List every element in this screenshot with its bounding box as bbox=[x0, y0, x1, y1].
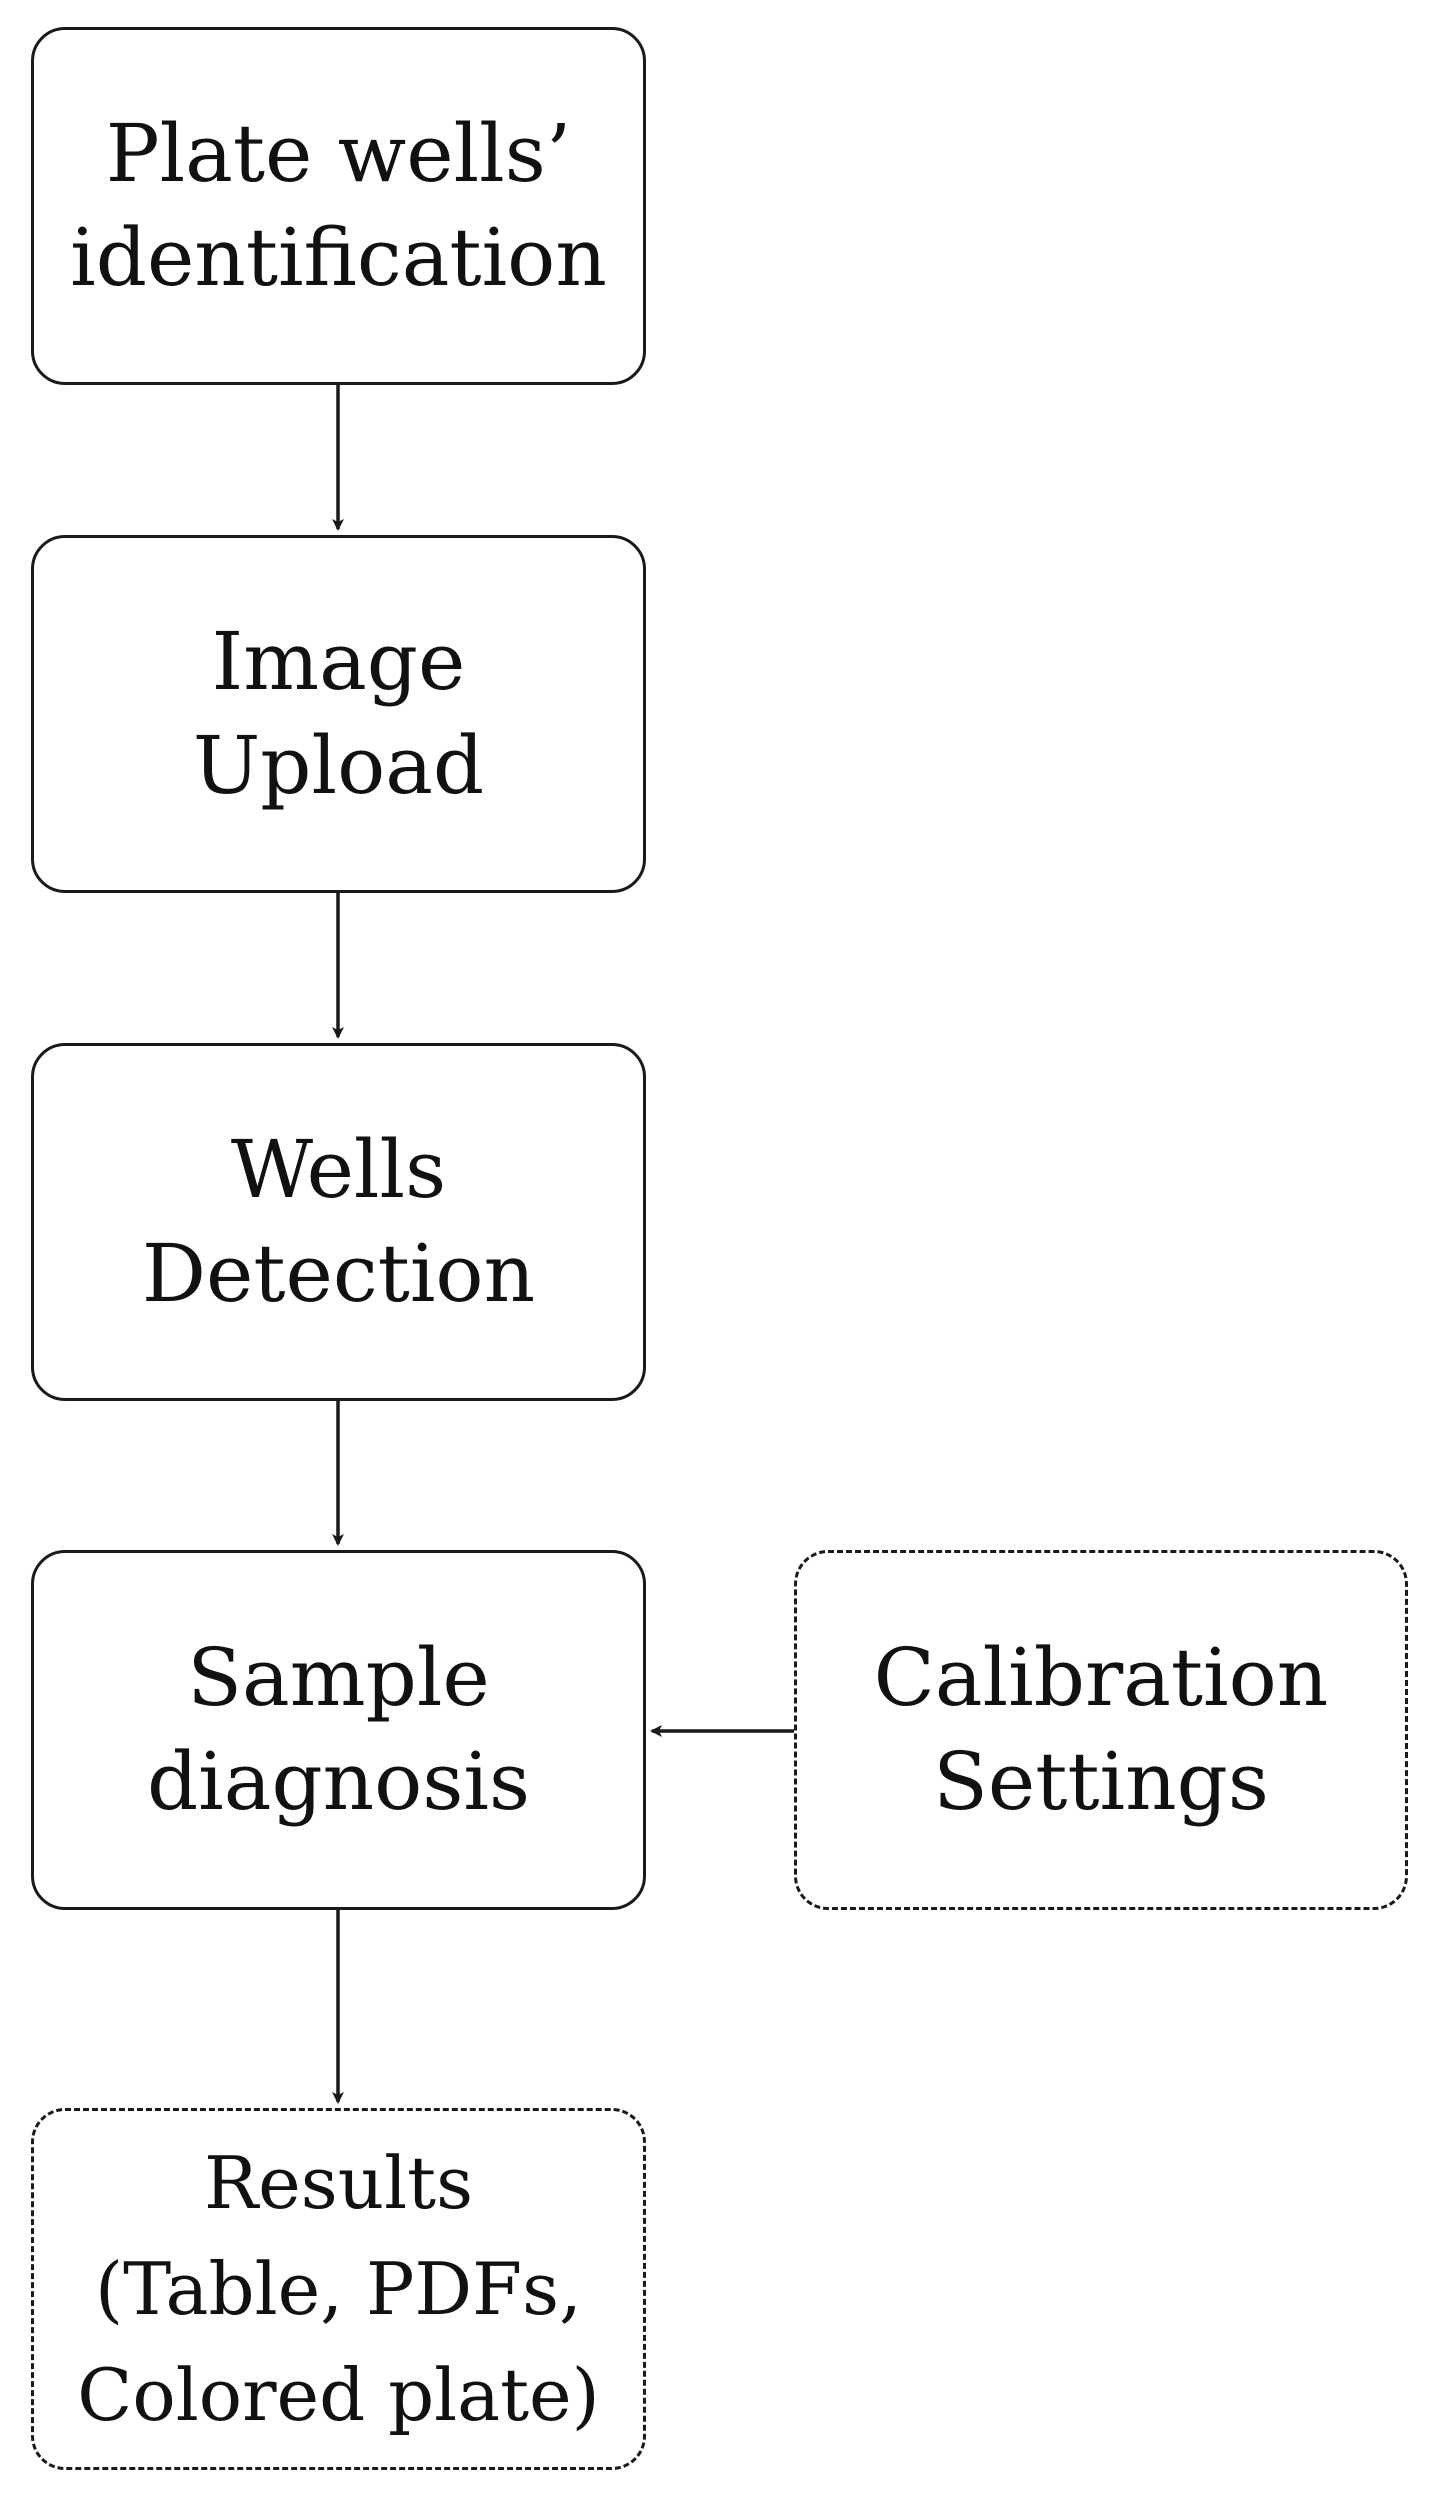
node-label-line: Upload bbox=[192, 719, 485, 812]
node-label-line: Calibration bbox=[873, 1631, 1329, 1724]
node-sample-diagnosis: Sample diagnosis bbox=[31, 1550, 646, 1910]
node-label-line: Wells bbox=[230, 1123, 447, 1216]
node-label-line: identification bbox=[70, 211, 607, 304]
node-label-line: (Table, PDFs, bbox=[95, 2247, 582, 2331]
node-label-line: Detection bbox=[141, 1227, 536, 1320]
node-wells-detection: Wells Detection bbox=[31, 1043, 646, 1401]
node-label-line: Plate wells’ bbox=[105, 107, 572, 200]
node-label-line: diagnosis bbox=[146, 1735, 531, 1828]
node-label-line: Settings bbox=[933, 1735, 1269, 1828]
node-label-line: Image bbox=[211, 615, 466, 708]
node-label-line: Sample bbox=[187, 1631, 490, 1724]
node-label-line: Results bbox=[203, 2141, 474, 2225]
node-plate-wells-identification: Plate wells’ identification bbox=[31, 27, 646, 385]
node-results: Results (Table, PDFs, Colored plate) bbox=[31, 2108, 646, 2470]
node-image-upload: Image Upload bbox=[31, 535, 646, 893]
node-calibration-settings: Calibration Settings bbox=[794, 1550, 1408, 1910]
node-label-line: Colored plate) bbox=[77, 2353, 600, 2437]
